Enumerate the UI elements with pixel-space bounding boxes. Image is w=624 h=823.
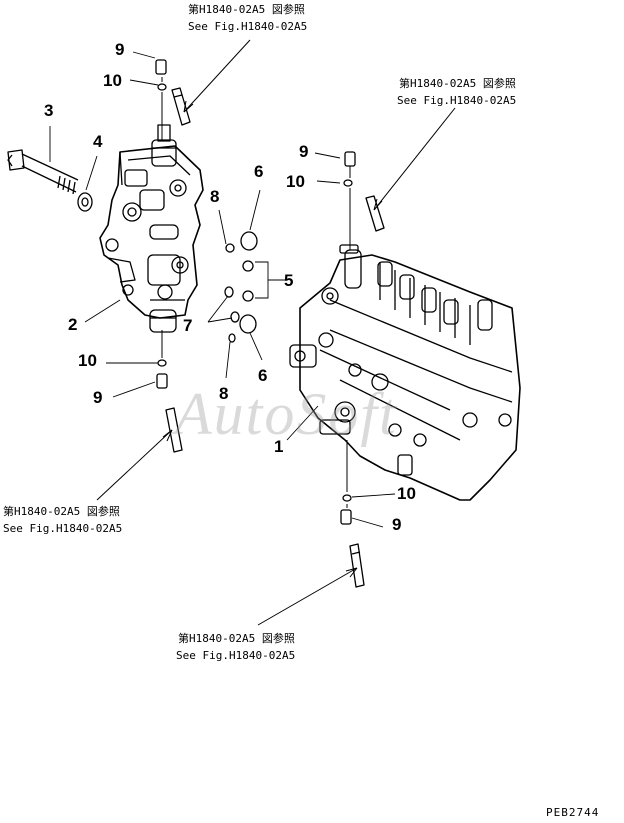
callout-7: 7 [183,316,193,335]
service-valve-body [99,124,204,333]
callout-1: 1 [274,437,284,456]
callout-3: 3 [44,101,54,120]
callout-10-right-top: 10 [286,172,305,191]
callout-9-right-top: 9 [299,142,309,161]
ref-top-center-en: See Fig.H1840-02A5 [188,20,308,33]
callout-10-left-bottom: 10 [78,351,97,370]
drawing-code: PEB2744 [546,806,600,819]
callout-9-left-bottom: 9 [93,388,103,407]
callout-9-left-top: 9 [115,40,125,59]
ref-right-en: See Fig.H1840-02A5 [397,94,517,107]
watermark: AutoSoft [175,381,398,447]
ref-left-en: See Fig.H1840-02A5 [3,522,123,535]
hose-stubs [165,87,385,588]
callout-6-bottom: 6 [258,366,268,385]
callout-2: 2 [68,315,78,334]
callout-10-right-bottom: 10 [397,484,416,503]
ref-right-jp: 第H1840-02A5 図参照 [399,77,516,90]
callout-8-top: 8 [210,187,220,206]
leader-lines [49,51,396,528]
seal-group [224,231,258,343]
main-control-valve [289,244,521,501]
callout-6-top: 6 [254,162,264,181]
reference-arrows [96,39,456,626]
ref-bottom-jp: 第H1840-02A5 図参照 [178,632,295,645]
callout-4: 4 [93,132,103,151]
mounting-bolt [7,149,79,195]
connector-lines [161,77,351,508]
callout-9-right-bottom: 9 [392,515,402,534]
callout-5: 5 [284,271,294,290]
ref-bottom-en: See Fig.H1840-02A5 [176,649,296,662]
washer [77,192,93,212]
callout-10-left-top: 10 [103,71,122,90]
fittings [155,59,356,525]
callout-8-bottom: 8 [219,384,229,403]
ref-left-jp: 第H1840-02A5 図参照 [3,505,120,518]
ref-top-center-jp: 第H1840-02A5 図参照 [188,3,305,16]
